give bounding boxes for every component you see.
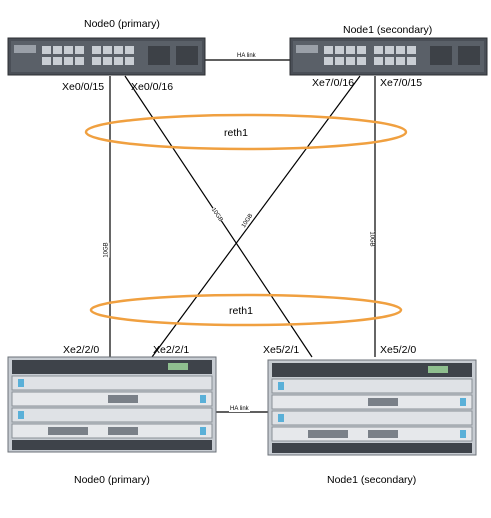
right-vertical-speed-label: 10GB — [368, 231, 375, 247]
bottom-node1-chassis — [267, 359, 477, 456]
top-node1-device — [289, 37, 488, 76]
port-xe7-0-16-label: Xe7/0/16 — [312, 77, 355, 89]
port-xe5-2-0-label: Xe5/2/0 — [380, 344, 417, 356]
port-xe7-0-15-label: Xe7/0/15 — [380, 77, 423, 89]
left-vertical-speed-label: 10GB — [103, 242, 110, 258]
bottom-node0-chassis — [7, 356, 217, 453]
top-node0-title: Node0 (primary) — [84, 18, 160, 30]
reth1-top-ellipse — [84, 113, 408, 151]
link-xe7-0-16-to-xe2-2-1 — [151, 75, 361, 358]
port-xe0-0-16-label: Xe0/0/16 — [131, 81, 174, 93]
top-ha-link-label: HA link — [236, 53, 257, 59]
port-xe0-0-15-label: Xe0/0/15 — [62, 81, 105, 93]
port-xe2-2-1-label: Xe2/2/1 — [153, 344, 190, 356]
reth1-bottom-label: reth1 — [229, 305, 253, 317]
top-node0-device — [7, 37, 206, 76]
bottom-node1-title: Node1 (secondary) — [327, 474, 417, 486]
top-node1-title: Node1 (secondary) — [343, 24, 433, 36]
bottom-node0-title: Node0 (primary) — [74, 474, 150, 486]
port-xe5-2-1-label: Xe5/2/1 — [263, 344, 300, 356]
reth1-bottom-ellipse — [89, 293, 403, 327]
reth1-top-label: reth1 — [224, 127, 248, 139]
port-xe2-2-0-label: Xe2/2/0 — [63, 344, 100, 356]
bottom-ha-link-label: HA link — [229, 406, 250, 412]
